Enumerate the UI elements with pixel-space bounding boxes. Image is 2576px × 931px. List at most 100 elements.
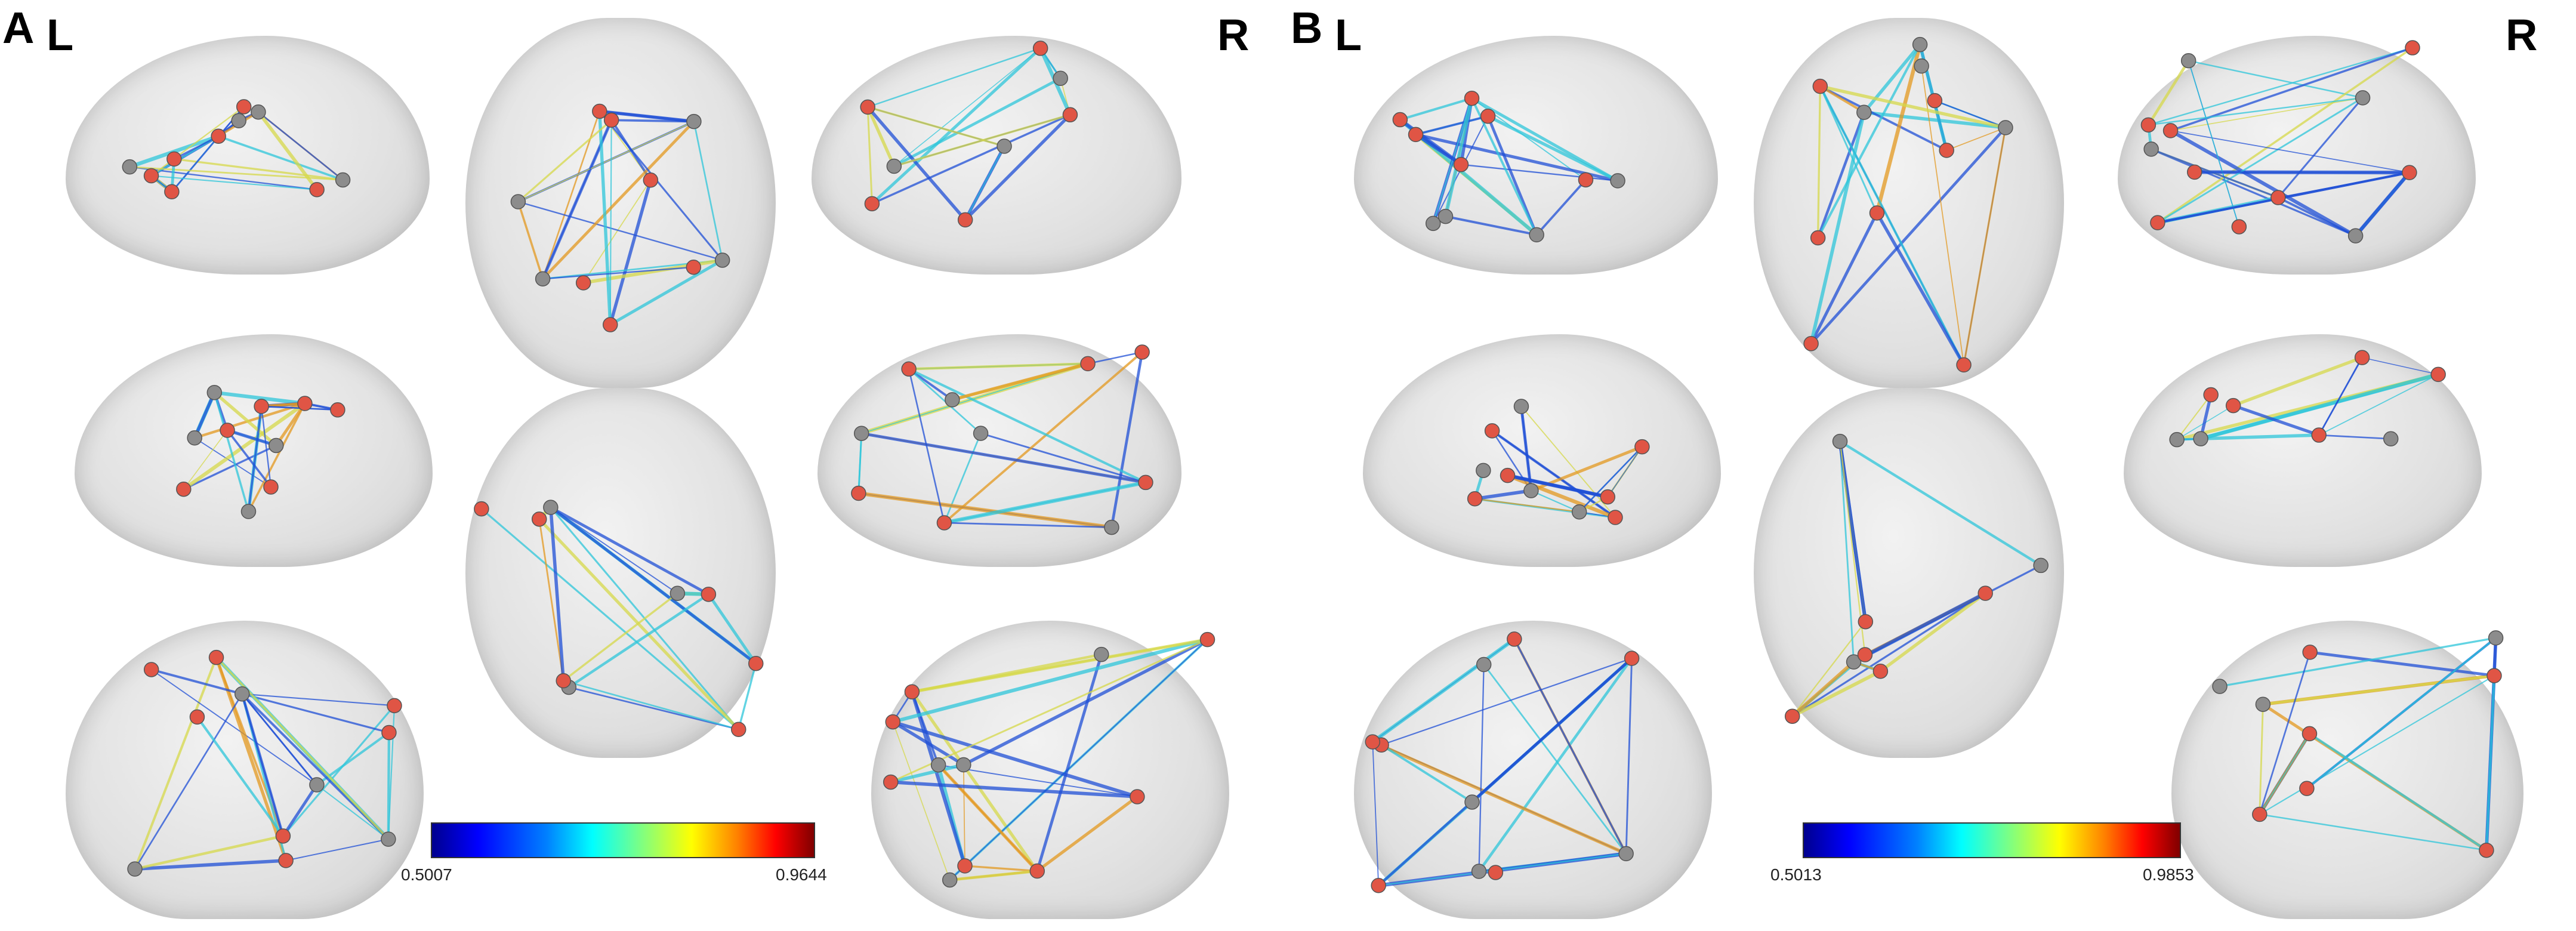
network-node [731, 722, 746, 737]
right-hemisphere-label: R [2506, 10, 2538, 60]
connection-edge [1381, 658, 1632, 746]
connection-edge [693, 121, 723, 261]
connection-edge [2277, 196, 2356, 237]
connection-edge [1535, 179, 1587, 236]
connection-edge [2157, 47, 2414, 224]
connection-edge [387, 732, 391, 840]
connection-edge [2263, 674, 2495, 706]
network-node [1578, 172, 1594, 188]
connection-edge [134, 834, 283, 871]
network-node [1810, 230, 1826, 246]
network-node [2186, 164, 2202, 180]
network-node [714, 252, 730, 268]
connection-edge [1934, 100, 2006, 128]
network-node [2193, 431, 2208, 446]
connection-edge [911, 690, 1039, 872]
network-node [2311, 427, 2327, 443]
network-node [686, 259, 702, 275]
right-hemisphere-label: R [1217, 10, 1250, 60]
colorbar-max-label: 0.9644 [776, 865, 827, 884]
network-node [1912, 36, 1928, 53]
network-node [1872, 664, 1889, 679]
network-node [269, 437, 284, 454]
connection-edge [260, 406, 272, 488]
connection-edge [517, 121, 695, 202]
connection-edge [1921, 66, 1964, 365]
connection-edge [910, 691, 967, 867]
network-node [1998, 120, 2013, 135]
network-node [381, 725, 397, 741]
network-node [1471, 864, 1487, 879]
brain-right-medial [2124, 334, 2482, 567]
brain-left-medial [1363, 334, 1721, 567]
connection-edge [563, 592, 678, 682]
network-node [1032, 41, 1048, 56]
network-node [701, 587, 717, 602]
network-node [945, 392, 960, 408]
connection-edge [174, 158, 343, 181]
network-node [2486, 668, 2502, 683]
network-node [956, 757, 971, 773]
brain-right-lateral [2118, 36, 2476, 275]
connection-edge [1036, 795, 1139, 873]
network-node [957, 212, 973, 228]
connection-edge [908, 368, 1146, 484]
network-node [1523, 483, 1539, 498]
connection-edge [151, 669, 317, 785]
connection-edge [2259, 813, 2487, 851]
connection-edge [943, 433, 982, 523]
network-node [1832, 433, 1848, 449]
connection-edge [964, 865, 1038, 873]
network-node [936, 515, 952, 531]
network-node [2302, 726, 2318, 742]
network-node [2140, 117, 2157, 133]
connection-edge [2318, 357, 2363, 436]
connection-edge [1963, 127, 2007, 365]
connection-edge [962, 638, 1208, 766]
network-node [1610, 173, 1625, 189]
network-node [1480, 108, 1496, 124]
connection-edge [1531, 490, 1580, 513]
connection-edge [2232, 356, 2363, 408]
network-node [883, 774, 899, 790]
network-node [234, 686, 250, 702]
connection-edge [2200, 372, 2439, 441]
network-node [2212, 679, 2228, 694]
network-node [176, 481, 192, 497]
network-node [1956, 357, 1972, 373]
network-node [1464, 794, 1480, 810]
network-node [2162, 123, 2179, 138]
connection-edge [1809, 112, 1866, 344]
connection-edge [892, 720, 1138, 799]
connection-edge [909, 362, 1088, 371]
connection-edge [609, 180, 652, 325]
connection-edge [2354, 171, 2411, 238]
connection-edge [1607, 446, 1643, 498]
network-node [2299, 781, 2315, 796]
network-node [602, 317, 618, 332]
network-node [2347, 228, 2364, 243]
connection-edge [1087, 351, 1143, 365]
connection-edge [857, 433, 863, 494]
connection-edge [582, 180, 652, 283]
connection-edge [1513, 639, 1627, 855]
network-node [1634, 439, 1650, 455]
network-node [1608, 510, 1623, 525]
network-node [2203, 387, 2219, 403]
network-node [1130, 789, 1145, 804]
network-node [297, 396, 313, 411]
network-node [2488, 630, 2504, 646]
connection-edge [174, 135, 219, 160]
network-node [164, 184, 180, 200]
connection-edge [1839, 441, 1855, 662]
connection-edge [1819, 84, 2006, 130]
connection-edge [890, 780, 1138, 799]
connection-edge [2318, 374, 2439, 436]
network-node [1784, 708, 1800, 724]
connectivity-network-a [122, 41, 1215, 888]
connection-edge [2188, 60, 2363, 99]
network-node [1488, 865, 1504, 880]
connection-edge [1372, 742, 1380, 886]
connection-edge [2170, 130, 2410, 173]
panel-a: A L R 0.5007 0.9644 [2, 3, 1250, 919]
